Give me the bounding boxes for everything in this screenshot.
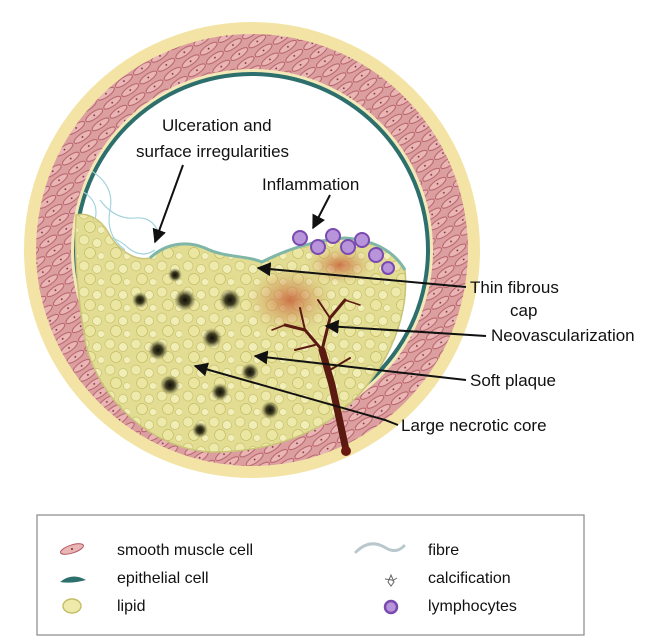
necrotic-core-label: Large necrotic core	[401, 416, 547, 435]
ulceration-label: Ulceration and	[162, 116, 272, 135]
lymphocyte-icon	[385, 601, 397, 613]
thin-fibrous-cap-label: cap	[510, 301, 537, 320]
legend-item-label: smooth muscle cell	[117, 542, 253, 559]
legend-item-label: lipid	[117, 598, 145, 615]
soft-plaque-label: Soft plaque	[470, 371, 556, 390]
neovascularization-label: Neovascularization	[491, 326, 635, 345]
legend: smooth muscle cell epithelial cell lipid…	[37, 515, 584, 635]
vessel-end	[341, 446, 351, 456]
legend-item-label: epithelial cell	[117, 570, 209, 587]
legend-item-label: lymphocytes	[428, 598, 517, 615]
inflammation-label: Inflammation	[262, 175, 359, 194]
thin-fibrous-cap-label: Thin fibrous	[470, 278, 559, 297]
ulceration-label: surface irregularities	[136, 142, 289, 161]
legend-item-label: calcification	[428, 570, 511, 587]
lipid-icon	[63, 599, 81, 613]
legend-item-label: fibre	[428, 542, 459, 559]
